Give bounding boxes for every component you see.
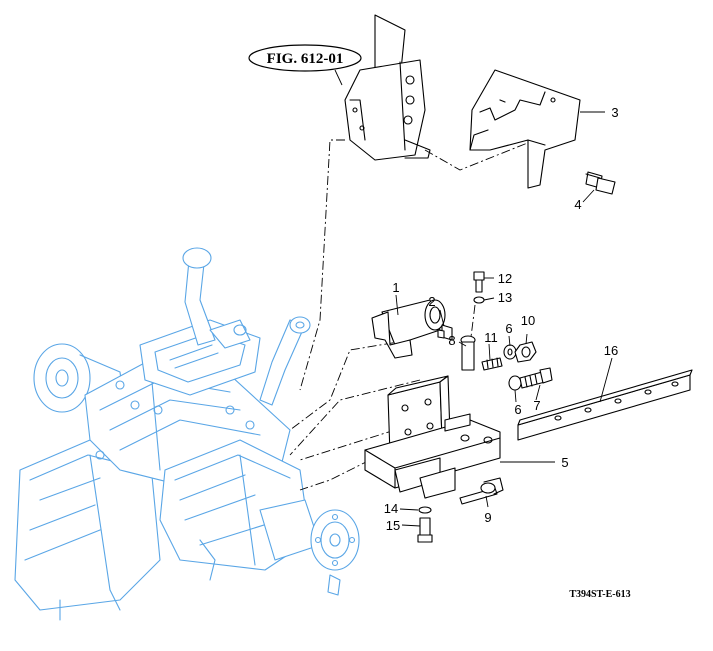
callout-9: 9	[484, 510, 491, 525]
callout-14: 14	[384, 501, 398, 516]
callout-6-upper: 6	[505, 321, 512, 336]
callout-12: 12	[498, 271, 512, 286]
callout-11: 11	[484, 330, 498, 345]
callout-4: 4	[574, 197, 581, 212]
part-4-bolt	[585, 171, 616, 195]
callout-labels: 1 2 3 4 5 6 6 7 8 9 10 11 12 13 14 15 16	[384, 105, 619, 533]
figure-reference-label[interactable]: FIG. 612-01	[248, 44, 362, 86]
document-id: T394ST-E-613	[569, 589, 630, 600]
part-1-holder	[371, 299, 446, 359]
part-2-bolt	[437, 324, 453, 341]
callout-16: 16	[604, 343, 618, 358]
part-5-bracket	[364, 375, 501, 499]
part-9-lock-pin	[459, 477, 504, 505]
part-7-bolt	[519, 367, 553, 389]
transmission-assembly	[14, 247, 360, 621]
part-16-bar	[517, 369, 693, 441]
part-8-pin	[460, 335, 476, 371]
leader-lines	[395, 111, 613, 527]
callout-13: 13	[498, 290, 512, 305]
part-3-cover-plate	[469, 69, 581, 189]
part-15-bolt	[417, 517, 433, 543]
callout-3: 3	[611, 105, 618, 120]
callout-1: 1	[392, 280, 399, 295]
callout-6-lower: 6	[514, 402, 521, 417]
callout-8: 8	[448, 333, 455, 348]
part-11-stud	[481, 357, 503, 371]
callout-15: 15	[386, 518, 400, 533]
callout-10: 10	[521, 313, 535, 328]
part-12-bolt	[473, 271, 485, 293]
part-13-washer	[473, 296, 485, 304]
callout-2: 2	[428, 294, 435, 309]
pedal-bracket-reference	[344, 14, 431, 161]
part-10-nut	[514, 341, 537, 363]
part-14-washer	[418, 506, 432, 514]
callout-5: 5	[561, 455, 568, 470]
figure-reference-text: FIG. 612-01	[267, 51, 344, 67]
part-6-washer-upper	[503, 344, 517, 360]
callout-7: 7	[533, 398, 540, 413]
part-6-washer-lower	[508, 375, 522, 391]
